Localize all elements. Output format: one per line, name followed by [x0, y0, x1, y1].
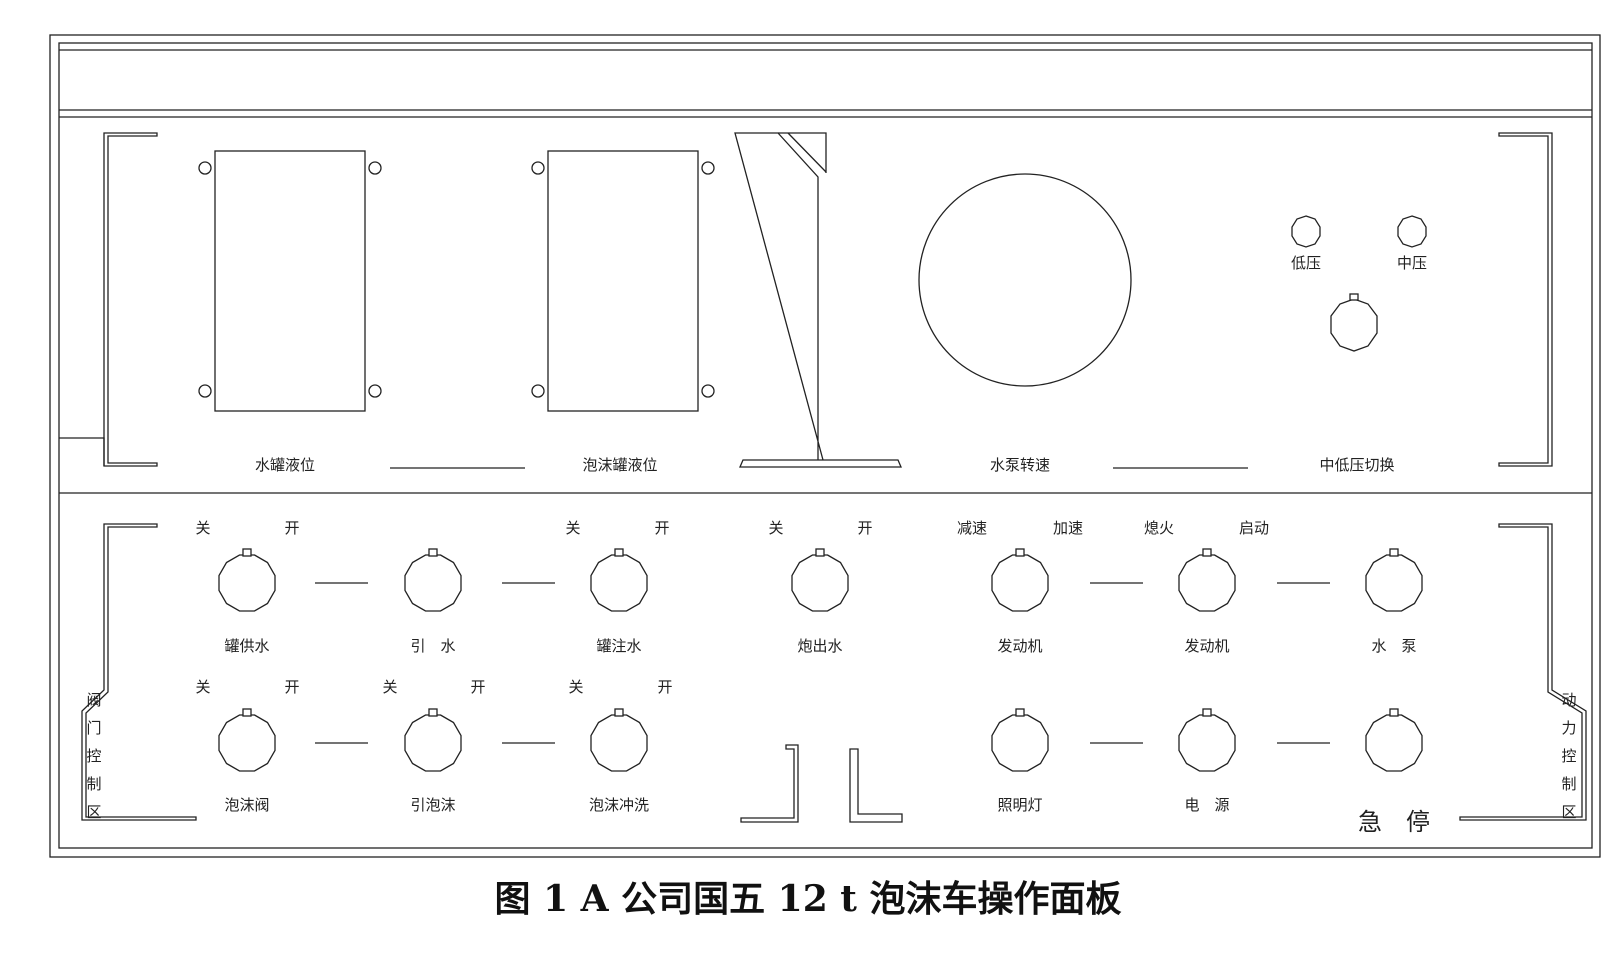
foam-tank-level-gauge: [547, 150, 699, 412]
label-pressure-switch: 中低压切换: [1319, 456, 1394, 474]
knob-tank-water-supply[interactable]: [218, 548, 276, 612]
knob-lighting[interactable]: [991, 708, 1049, 772]
label-off: 关: [568, 678, 583, 696]
label-low-pressure: 低压: [1291, 254, 1321, 272]
bracket-lower-left: [81, 523, 197, 821]
label-mid-pressure: 中压: [1397, 254, 1427, 272]
power-zone-title-char: 区: [1561, 803, 1576, 821]
power-zone-title-char: 控: [1561, 747, 1576, 765]
beam-divider: [734, 132, 902, 468]
label-off: 关: [565, 519, 580, 537]
label-foam-priming: 引泡沫: [410, 796, 455, 814]
label-power-supply: 电 源: [1184, 796, 1229, 814]
label-off: 关: [382, 678, 397, 696]
label-foam-valve: 泡沫阀: [224, 796, 269, 814]
label-on: 开: [654, 519, 669, 537]
power-zone-title-char: 力: [1561, 719, 1576, 737]
panel-inner-frame: [58, 42, 1593, 849]
knob-power-supply[interactable]: [1178, 708, 1236, 772]
knob-engine-ignition[interactable]: [1178, 548, 1236, 612]
label-foam-flush: 泡沫冲洗: [589, 796, 649, 814]
label-on: 开: [284, 678, 299, 696]
label-on: 开: [470, 678, 485, 696]
label-lighting: 照明灯: [997, 796, 1042, 814]
valve-zone-title-char: 制: [86, 775, 101, 793]
valve-zone-title-char: 控: [86, 747, 101, 765]
label-water-tank-level: 水罐液位: [255, 456, 315, 474]
label-engine-start: 启动: [1239, 519, 1269, 537]
label-water-priming: 引 水: [410, 637, 455, 655]
label-water-pump: 水 泵: [1371, 637, 1416, 655]
label-on: 开: [657, 678, 672, 696]
valve-zone-title-char: 阀: [86, 691, 101, 709]
knob-foam-valve[interactable]: [218, 708, 276, 772]
label-off: 关: [768, 519, 783, 537]
low-pressure-indicator: [1291, 215, 1321, 248]
knob-engine-speed[interactable]: [991, 548, 1049, 612]
bracket-lower-right: [1459, 523, 1587, 821]
label-off: 关: [195, 678, 210, 696]
label-off: 关: [195, 519, 210, 537]
knob-cannon-outlet[interactable]: [791, 548, 849, 612]
knob-tank-water-fill[interactable]: [590, 548, 648, 612]
label-foam-tank-level: 泡沫罐液位: [582, 456, 657, 474]
valve-zone-title-char: 门: [86, 719, 101, 737]
power-zone-title-char: 制: [1561, 775, 1576, 793]
pressure-switch-knob[interactable]: [1330, 293, 1378, 352]
pump-speed-gauge: [918, 173, 1132, 387]
knob-emergency-stop[interactable]: [1365, 708, 1423, 772]
knob-water-priming[interactable]: [404, 548, 462, 612]
label-decelerate: 减速: [957, 519, 987, 537]
label-accelerate: 加速: [1053, 519, 1083, 537]
knob-foam-flush[interactable]: [590, 708, 648, 772]
label-tank-water-fill: 罐注水: [596, 637, 641, 655]
knob-foam-priming[interactable]: [404, 708, 462, 772]
label-tank-water-supply: 罐供水: [224, 637, 269, 655]
bracket-upper-right: [1498, 132, 1553, 467]
label-on: 开: [284, 519, 299, 537]
valve-zone-title-char: 区: [86, 803, 101, 821]
label-engine-off: 熄火: [1144, 519, 1174, 537]
knob-water-pump[interactable]: [1365, 548, 1423, 612]
mid-pressure-indicator: [1397, 215, 1427, 248]
label-cannon-outlet: 炮出水: [797, 637, 842, 655]
water-tank-level-gauge: [214, 150, 366, 412]
label-emergency-stop: 急 停: [1358, 808, 1430, 836]
figure-caption: 图 1 A 公司国五 12 t 泡沫车操作面板: [494, 878, 1122, 920]
label-pump-speed: 水泵转速: [990, 456, 1050, 474]
power-zone-title-char: 动: [1561, 691, 1576, 709]
bracket-upper-left: [103, 132, 158, 467]
label-engine-speed: 发动机: [997, 637, 1042, 655]
label-on: 开: [857, 519, 872, 537]
label-engine-ignition: 发动机: [1184, 637, 1229, 655]
panel-outer-frame: [49, 34, 1601, 858]
